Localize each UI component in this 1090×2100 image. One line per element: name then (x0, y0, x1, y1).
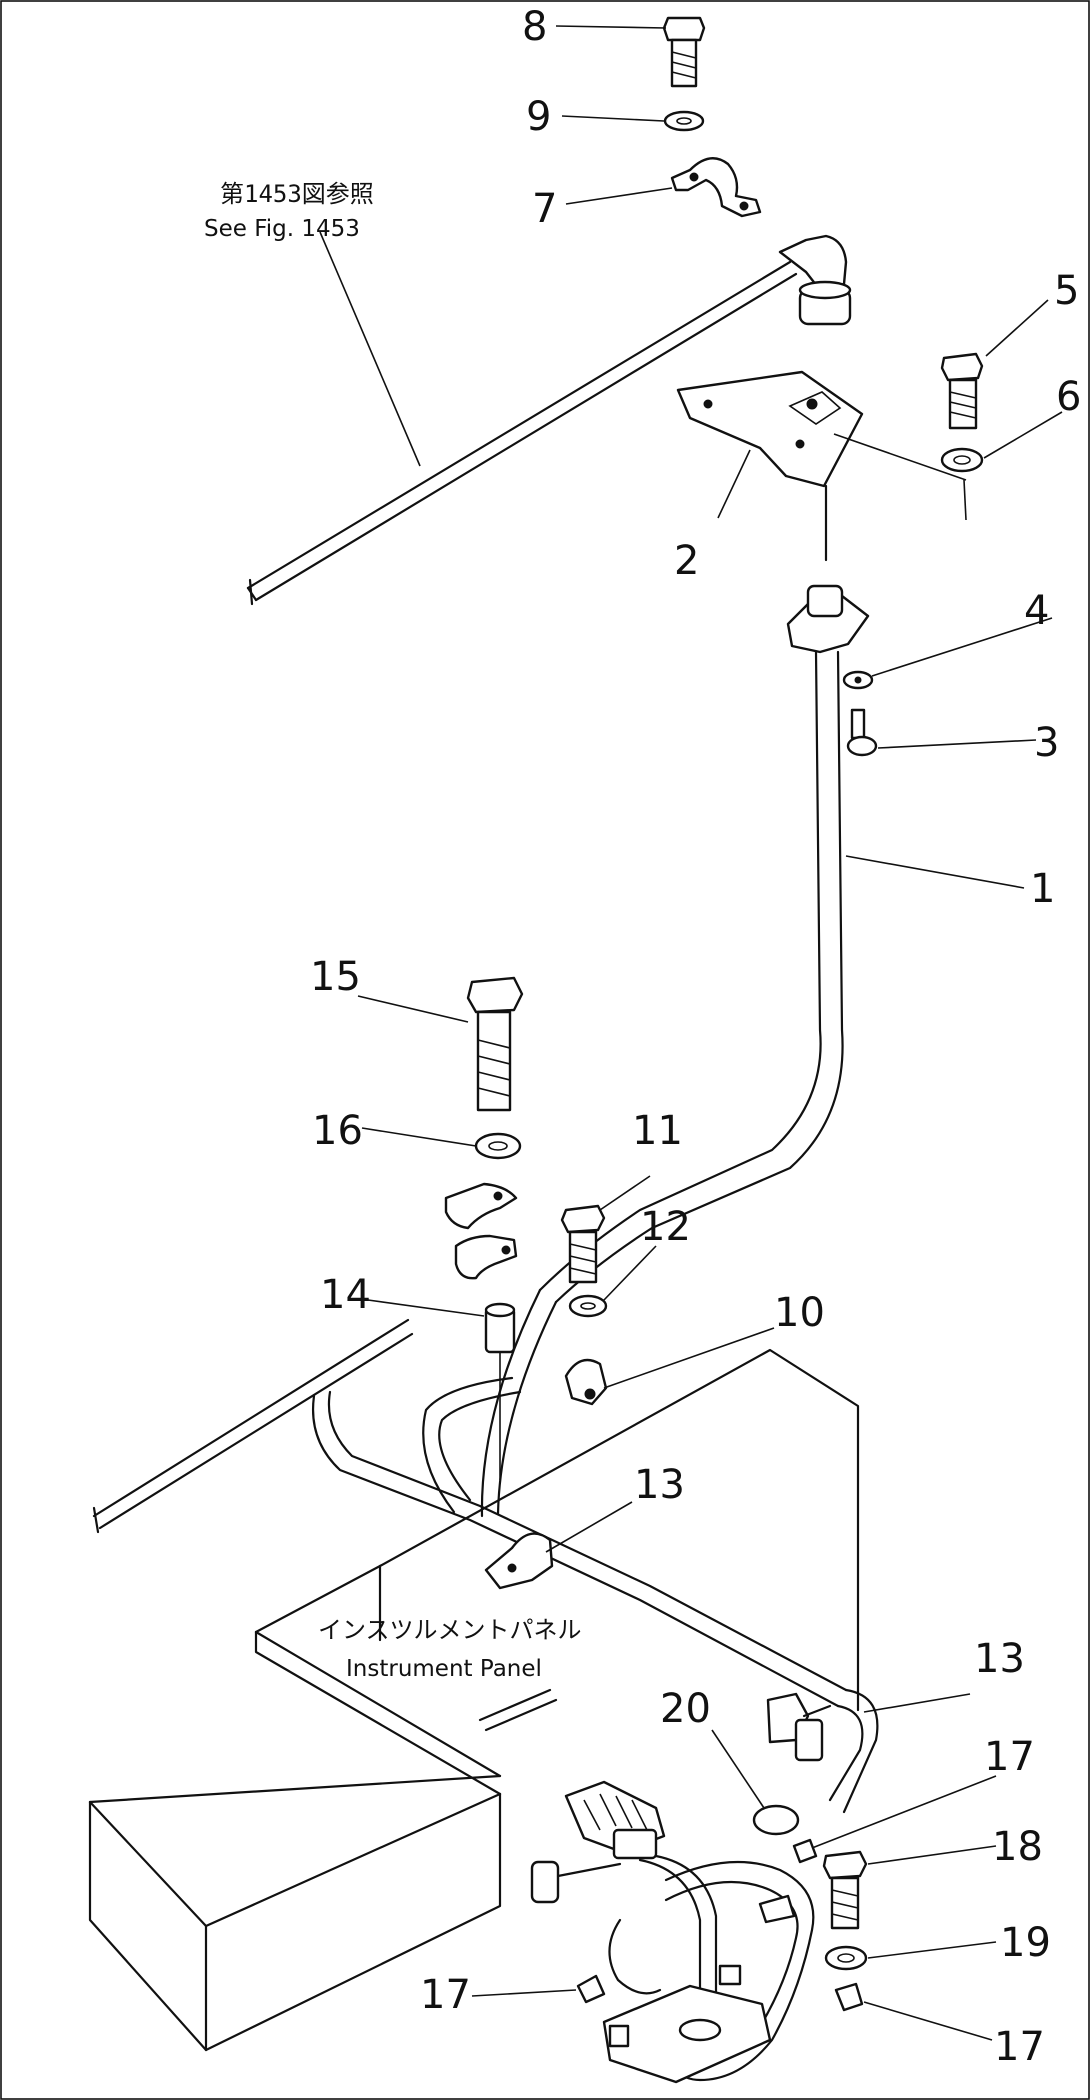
clamp-7 (670, 157, 762, 218)
see-fig-en: See Fig. 1453 (204, 216, 360, 242)
clamp-10 (564, 1358, 608, 1406)
bolt-5 (940, 352, 984, 430)
callout-1: 1 (1030, 866, 1055, 912)
lower-pipes (92, 1288, 879, 1814)
bolt-18 (822, 1850, 868, 1930)
callout-6: 6 (1056, 374, 1081, 420)
bolt-8 (662, 16, 706, 88)
callout-numbers: 8 9 7 5 6 2 4 3 1 15 16 11 12 14 10 13 1… (310, 4, 1081, 2070)
callout-3: 3 (1034, 720, 1059, 766)
washer-6 (940, 447, 984, 473)
connector-assembly (530, 1692, 864, 2084)
clamp-13-center (484, 1532, 554, 1590)
upper-pipe (246, 234, 852, 606)
washer-9 (663, 110, 705, 132)
callout-11: 11 (632, 1108, 683, 1154)
callout-7: 7 (532, 186, 557, 232)
clamp-halves (444, 1182, 518, 1280)
callout-20: 20 (660, 1686, 711, 1732)
bolt-11 (560, 1204, 606, 1284)
callout-9: 9 (526, 94, 551, 140)
pipe-1 (538, 584, 870, 1304)
callout-17-left: 17 (420, 1972, 471, 2018)
callout-17-upper: 17 (984, 1734, 1035, 1780)
callout-4: 4 (1024, 588, 1049, 634)
callout-2: 2 (674, 538, 699, 584)
washer-12 (568, 1294, 608, 1318)
washer-19 (824, 1945, 868, 1971)
instrument-panel-jp: インスツルメントパネル (318, 1616, 582, 1644)
bolt-15 (466, 976, 524, 1112)
callout-5: 5 (1054, 268, 1079, 314)
callout-14: 14 (320, 1272, 371, 1318)
callout-18: 18 (992, 1824, 1043, 1870)
screw-3 (846, 708, 878, 757)
callout-17-lower: 17 (994, 2024, 1045, 2070)
see-fig-jp: 第1453図参照 (220, 180, 374, 208)
bracket-2 (676, 370, 864, 562)
callout-13-right: 13 (974, 1636, 1025, 1682)
callout-16: 16 (312, 1108, 363, 1154)
nut-4 (842, 670, 874, 690)
washer-16 (474, 1132, 522, 1160)
callout-10: 10 (774, 1290, 825, 1336)
callout-15: 15 (310, 954, 361, 1000)
instrument-panel-en: Instrument Panel (346, 1656, 542, 1682)
callout-12: 12 (640, 1204, 691, 1250)
callout-19: 19 (1000, 1920, 1051, 1966)
notes: 第1453図参照 See Fig. 1453 インスツルメントパネル Instr… (204, 180, 582, 1682)
collar-14 (484, 1302, 516, 1354)
instrument-panel-box (88, 1348, 860, 2052)
callout-8: 8 (522, 4, 547, 50)
callout-13-center: 13 (634, 1462, 685, 1508)
leader-lines (319, 25, 1063, 2041)
